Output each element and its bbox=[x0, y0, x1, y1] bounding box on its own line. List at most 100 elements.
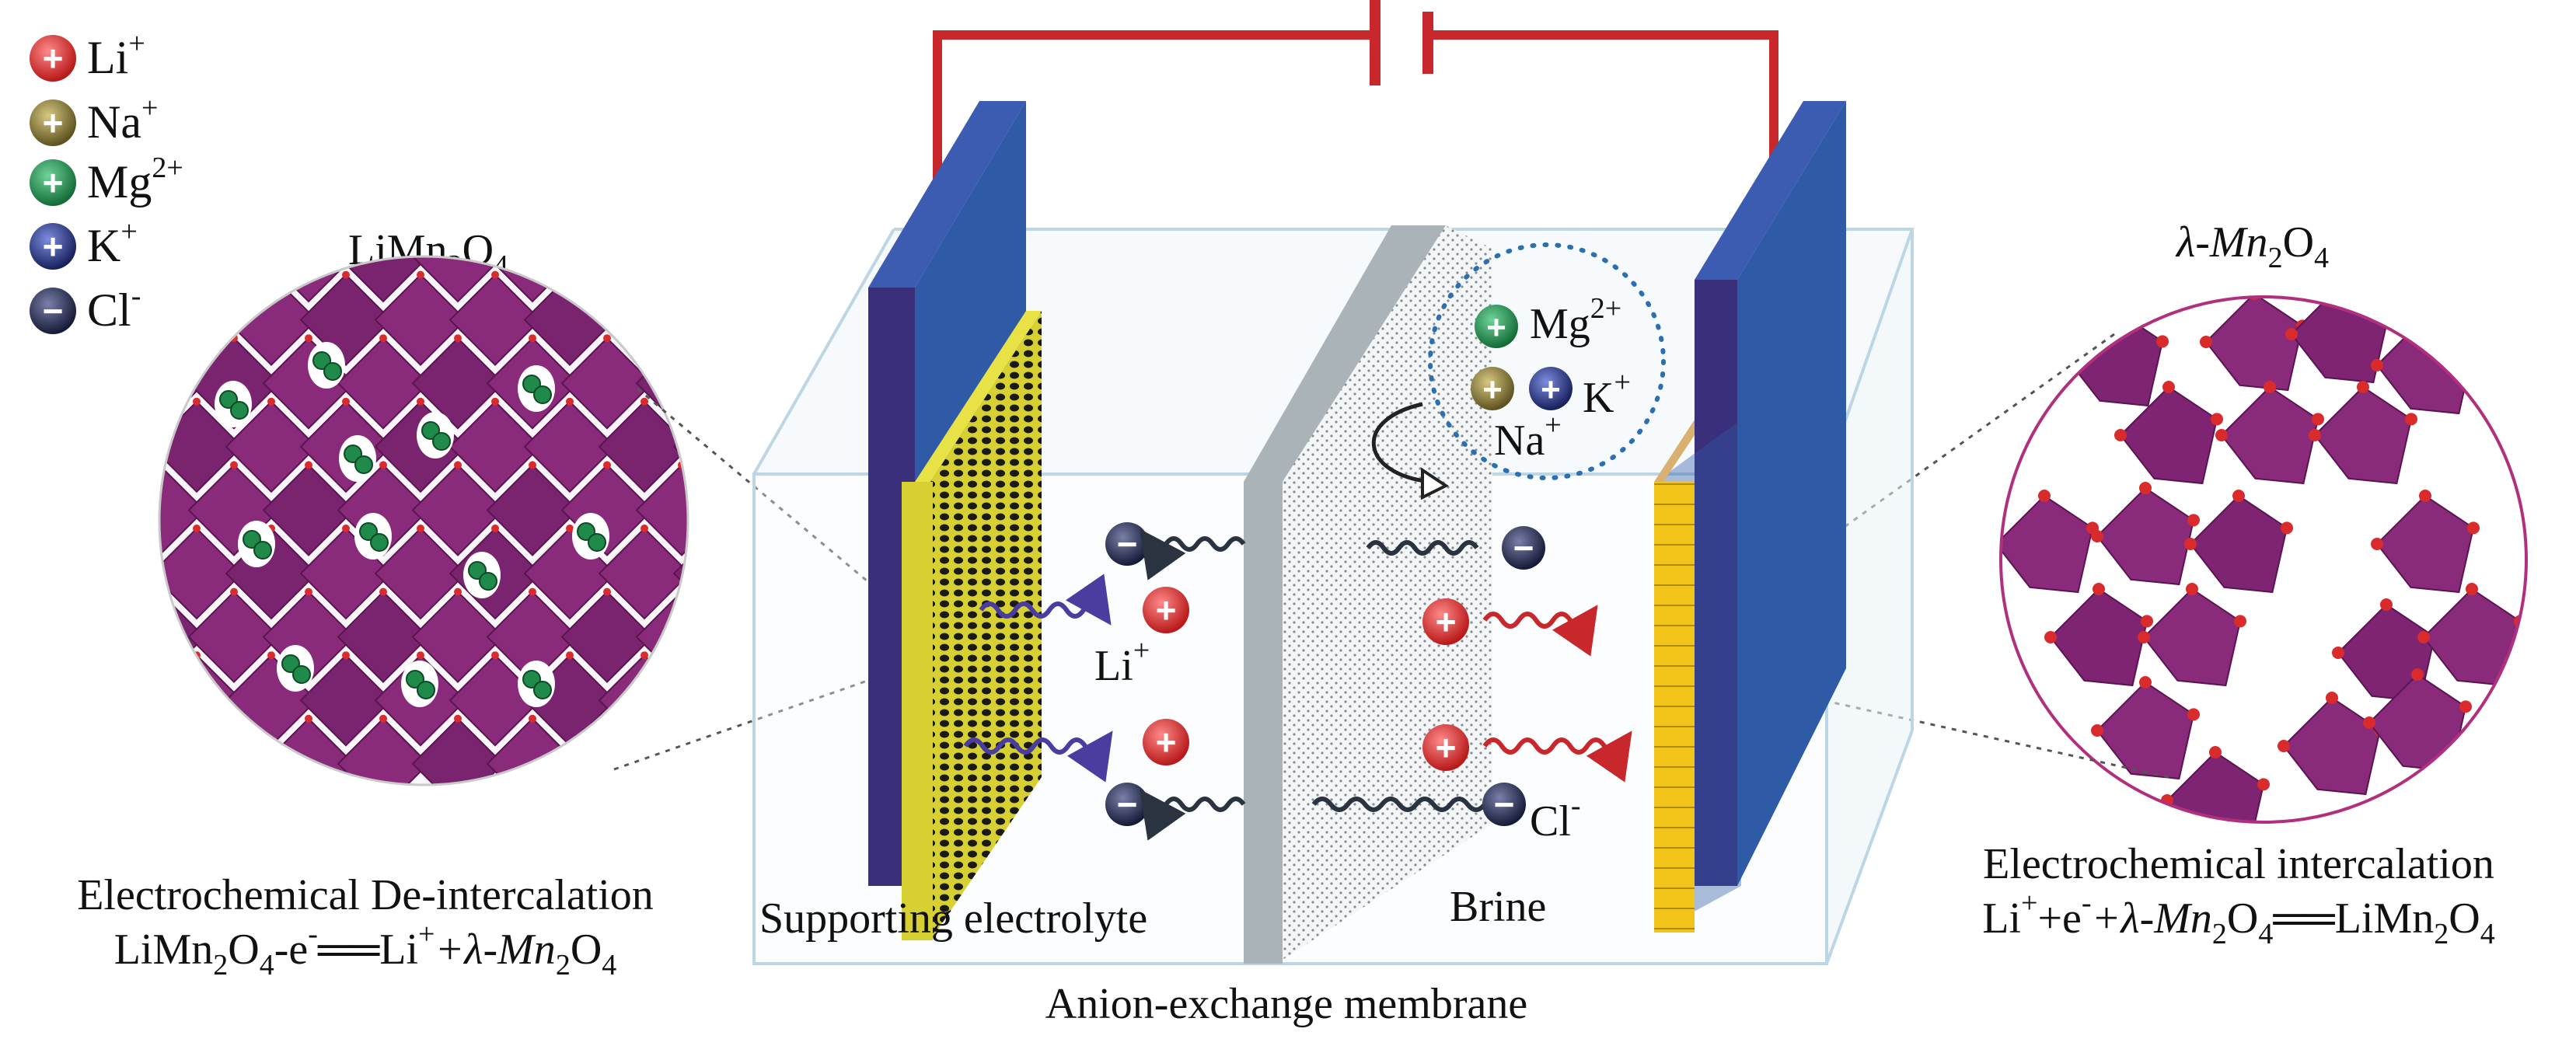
mno6-octahedron bbox=[337, 336, 430, 430]
oxygen-atom bbox=[641, 525, 648, 532]
cl-ion-icon bbox=[30, 288, 76, 334]
external-circuit bbox=[928, 0, 1783, 202]
mno6-octahedron bbox=[598, 527, 688, 620]
oxygen-atom bbox=[193, 525, 201, 532]
membrane-top-edge bbox=[1244, 225, 1446, 482]
mno6-octahedron bbox=[40, 592, 130, 682]
oxygen-atom bbox=[342, 270, 350, 279]
cl-ion-icon bbox=[1105, 783, 1149, 826]
oxygen-atom bbox=[193, 397, 201, 406]
mg-ion-icon bbox=[30, 159, 76, 206]
oxygen-atom bbox=[529, 461, 536, 469]
mno6-octahedron bbox=[2189, 494, 2288, 594]
oxygen-atom bbox=[678, 334, 686, 343]
li-ion-icon bbox=[1422, 598, 1469, 645]
plus-sign: + bbox=[1156, 722, 1177, 762]
oxygen-atom bbox=[491, 270, 499, 279]
mno6-octahedron bbox=[411, 463, 504, 556]
oxygen-atom bbox=[752, 334, 760, 342]
mno6-octahedron bbox=[2422, 588, 2522, 687]
oxygen-atom bbox=[2138, 631, 2150, 643]
right-electrode-front bbox=[1695, 280, 1737, 886]
oxygen-atom bbox=[2187, 514, 2200, 527]
oxygen-atom bbox=[342, 144, 350, 152]
oxygen-atom bbox=[603, 461, 611, 469]
lithium-atom bbox=[479, 572, 497, 591]
hex-mesh-plate bbox=[930, 311, 1042, 940]
lithium-atom bbox=[370, 533, 389, 552]
minus-sign: − bbox=[1117, 784, 1138, 825]
oxygen-atom bbox=[342, 525, 350, 532]
oxygen-atom bbox=[2380, 598, 2393, 611]
legend-item-li: + Li+ bbox=[30, 27, 145, 83]
oxygen-atom bbox=[454, 207, 462, 215]
mno6-octahedron bbox=[187, 591, 281, 684]
plus-sign: + bbox=[43, 226, 64, 267]
minus-sign: − bbox=[1117, 524, 1138, 564]
lithium-atom bbox=[417, 681, 435, 699]
li-capture-arrow bbox=[1482, 730, 1632, 783]
oxygen-atom bbox=[193, 144, 201, 152]
na-ion-icon bbox=[1471, 367, 1514, 410]
oxygen-atom bbox=[491, 525, 499, 532]
oxygen-atom bbox=[267, 144, 275, 152]
oxygen-atom bbox=[603, 588, 611, 596]
anion-exchange-membrane bbox=[1244, 225, 1492, 964]
oxygen-atom bbox=[2264, 381, 2276, 393]
wire-left bbox=[933, 30, 1372, 190]
cl-migration-wave bbox=[1366, 540, 1479, 556]
right-caption-equation: Li++e-+λ-Mn2O4══LiMn2O4 bbox=[1982, 887, 2494, 950]
left-caption-equation: LiMn2O4-e-══Li++λ-Mn2O4 bbox=[114, 918, 617, 981]
legend-label-mg: Mg2+ bbox=[87, 152, 183, 207]
oxygen-atom bbox=[305, 588, 312, 596]
right-electrode bbox=[1654, 101, 1846, 933]
lithium-atom bbox=[533, 385, 552, 404]
mno6-octahedron bbox=[2166, 751, 2265, 822]
left-electrode bbox=[868, 101, 1042, 940]
oxygen-atom bbox=[267, 651, 275, 660]
lithium-atom bbox=[522, 375, 541, 393]
cl-ion-icon bbox=[1105, 522, 1149, 566]
mno6-octahedron bbox=[375, 148, 466, 238]
wire-right bbox=[1430, 30, 1778, 183]
oxygen-atom bbox=[2281, 521, 2293, 535]
mno6-octahedron bbox=[450, 148, 540, 238]
mno6-octahedron bbox=[301, 148, 391, 238]
mno6-octahedron bbox=[525, 148, 615, 238]
oxygen-atom bbox=[641, 651, 648, 660]
oxygen-atom bbox=[230, 461, 238, 469]
right-caption-title: Electrochemical intercalation bbox=[1983, 840, 2494, 888]
oxygen-atom bbox=[379, 714, 387, 723]
plus-sign: + bbox=[1156, 590, 1177, 630]
oxygen-atom bbox=[641, 397, 648, 406]
oxygen-atom bbox=[2141, 615, 2153, 628]
k-ion-icon bbox=[30, 223, 76, 270]
lithium-atom bbox=[292, 665, 311, 684]
oxygen-atom bbox=[641, 144, 648, 152]
mno6-octahedron bbox=[226, 148, 316, 238]
oxygen-atom bbox=[118, 271, 126, 279]
legend-label-na: Na+ bbox=[87, 92, 158, 148]
li-ion-icon bbox=[1143, 719, 1189, 765]
mno6-octahedron bbox=[449, 400, 542, 493]
mno6-octahedron bbox=[159, 654, 169, 747]
oxygen-atom bbox=[193, 270, 201, 279]
lithium-atom bbox=[253, 541, 272, 560]
oxygen-atom bbox=[81, 207, 89, 215]
oxygen-atom bbox=[2209, 746, 2222, 758]
cl-migration-arrow bbox=[1140, 789, 1246, 841]
plus-sign: + bbox=[43, 162, 64, 203]
li-ion-icon bbox=[1422, 724, 1469, 771]
mno6-octahedron bbox=[225, 400, 318, 493]
zoom-line bbox=[1678, 333, 2115, 647]
oxygen-atom bbox=[2139, 482, 2152, 494]
lithium-atom bbox=[281, 654, 300, 673]
oxygen-atom bbox=[715, 651, 723, 659]
plus-sign: + bbox=[1436, 601, 1457, 642]
lithium-atom bbox=[230, 401, 249, 420]
plus-sign: + bbox=[1436, 727, 1457, 768]
oxygen-atom bbox=[2459, 700, 2472, 713]
brine-label: Brine bbox=[1450, 883, 1546, 931]
li-release-arrow bbox=[979, 574, 1112, 626]
